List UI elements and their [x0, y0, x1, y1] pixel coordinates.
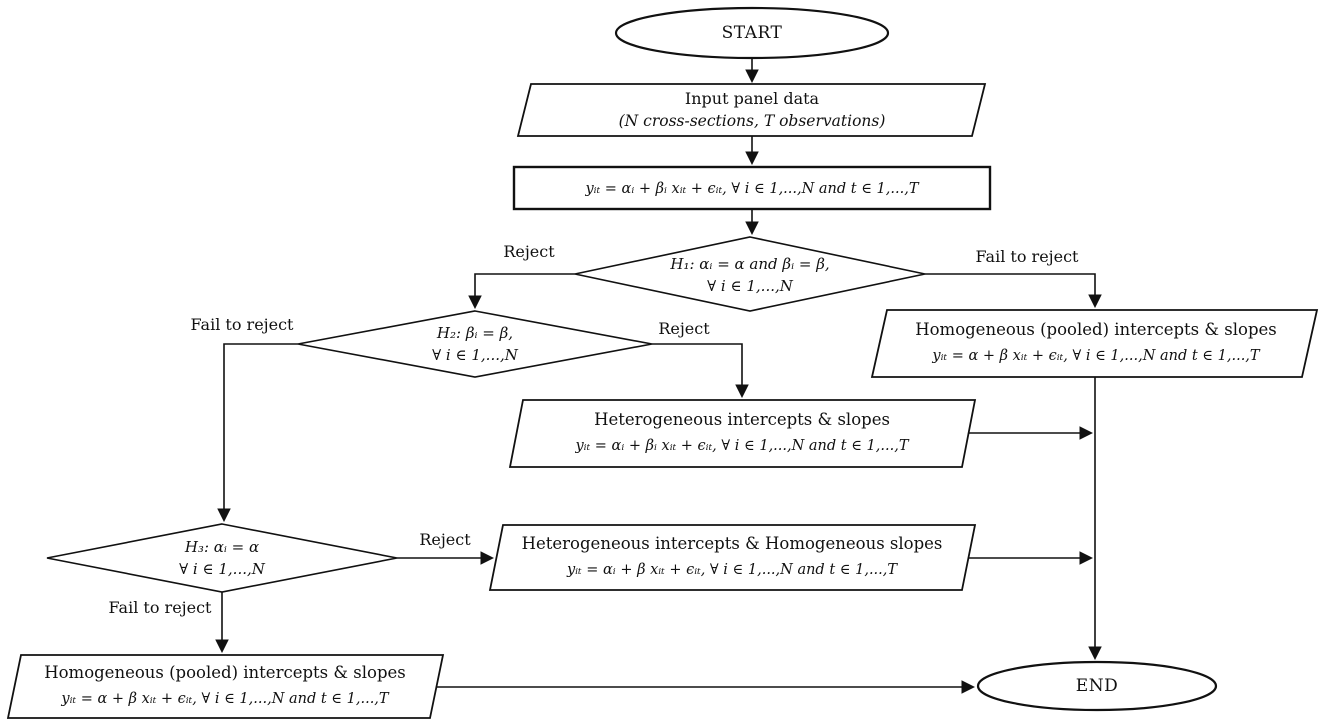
h3-line2: ∀ i ∈ 1,...,N	[179, 560, 265, 578]
het-hom-parallelogram-shape	[488, 524, 977, 591]
h1-line1: H₁: αᵢ = α and βᵢ = β,	[670, 255, 830, 273]
h2-line2: ∀ i ∈ 1,...,N	[432, 346, 518, 364]
input-node-text: Input panel data (N cross-sections, T ob…	[619, 88, 886, 132]
het-hom-title: Heterogeneous intercepts & Homogeneous s…	[521, 534, 943, 553]
edge-h1-fail-to-pooled-right	[925, 273, 1102, 309]
end-label: END	[1075, 676, 1119, 696]
h2-decision-diamond-shape	[297, 310, 653, 378]
pooled-bottom-node-text: Homogeneous (pooled) intercepts & slopes…	[44, 660, 406, 712]
pooled-right-equation: yᵢₜ = α + β xᵢₜ + ϵᵢₜ, ∀ i ∈ 1,...,N and…	[932, 348, 1260, 364]
start-terminal-shape	[614, 6, 890, 60]
model-equation: yᵢₜ = αᵢ + βᵢ xᵢₜ + ϵᵢₜ, ∀ i ∈ 1,...,N a…	[585, 181, 919, 197]
pooled-right-title: Homogeneous (pooled) intercepts & slopes	[915, 320, 1277, 339]
edge-h1-reject-to-h2	[468, 273, 575, 310]
heterogeneous-parallelogram-shape	[508, 399, 977, 468]
het-hom-node-text: Heterogeneous intercepts & Homogeneous s…	[522, 531, 943, 583]
pooled-right-parallelogram-shape	[870, 309, 1319, 378]
h2-node-text: H₂: βᵢ = β, ∀ i ∈ 1,...,N	[432, 322, 518, 366]
h2-line1: H₂: βᵢ = β,	[436, 324, 514, 342]
h1-decision-diamond-shape	[574, 236, 926, 312]
input-line1: Input panel data	[684, 89, 820, 108]
h1-line2: ∀ i ∈ 1,...,N	[707, 277, 793, 295]
h1-fail-edge-label: Fail to reject	[975, 247, 1079, 266]
edge-h2-reject-to-heterogeneous	[652, 343, 749, 399]
pooled-bottom-title: Homogeneous (pooled) intercepts & slopes	[44, 663, 406, 682]
input-line2: (N cross-sections, T observations)	[618, 112, 886, 130]
edge-h2-fail-to-h3	[217, 343, 298, 523]
h3-reject-edge-label: Reject	[419, 530, 471, 549]
pooled-bottom-parallelogram-shape	[6, 654, 445, 719]
start-label: START	[721, 23, 783, 43]
h2-reject-edge-label: Reject	[658, 319, 710, 338]
h3-node-text: H₃: αᵢ = α ∀ i ∈ 1,...,N	[179, 536, 265, 580]
h3-line1: H₃: αᵢ = α	[184, 538, 260, 556]
input-parallelogram-shape	[516, 83, 987, 137]
heterogeneous-node-text: Heterogeneous intercepts & slopes yᵢₜ = …	[575, 407, 908, 459]
heterogeneous-equation: yᵢₜ = αᵢ + βᵢ xᵢₜ + ϵᵢₜ, ∀ i ∈ 1,...,N a…	[575, 438, 909, 454]
h3-fail-edge-label: Fail to reject	[108, 598, 212, 617]
h1-reject-edge-label: Reject	[503, 242, 555, 261]
end-terminal-shape	[976, 660, 1218, 712]
h2-fail-edge-label: Fail to reject	[190, 315, 294, 334]
pooled-right-node-text: Homogeneous (pooled) intercepts & slopes…	[915, 317, 1277, 369]
heterogeneous-title: Heterogeneous intercepts & slopes	[594, 410, 890, 429]
h1-node-text: H₁: αᵢ = α and βᵢ = β, ∀ i ∈ 1,...,N	[670, 253, 829, 297]
het-hom-equation: yᵢₜ = αᵢ + β xᵢₜ + ϵᵢₜ, ∀ i ∈ 1,...,N an…	[566, 562, 898, 578]
pooled-bottom-equation: yᵢₜ = α + β xᵢₜ + ϵᵢₜ, ∀ i ∈ 1,...,N and…	[61, 691, 389, 707]
